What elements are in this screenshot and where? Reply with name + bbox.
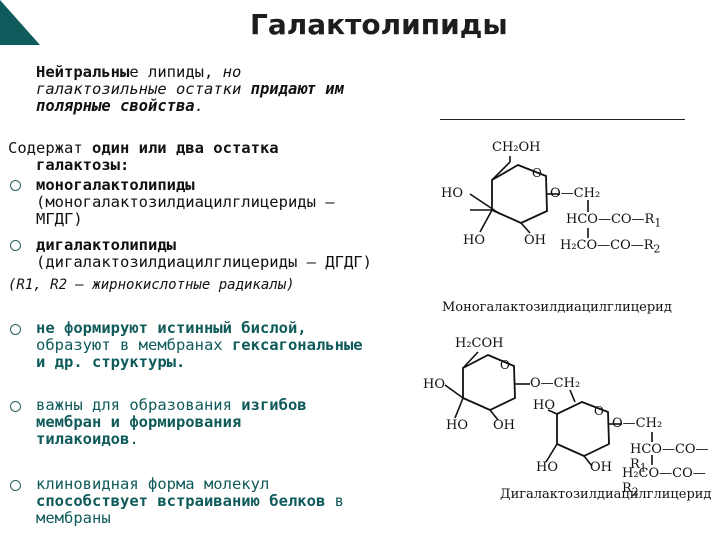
divider-line <box>440 119 685 120</box>
mgdg-caption: Моногалактозилдиацилглицерид <box>442 300 672 315</box>
item1-title: моногалактолипиды <box>36 176 195 194</box>
bullet-icon <box>10 401 21 412</box>
contains-line-2: галактозы: <box>36 156 130 174</box>
intro-line-2: галактозильные остатки придают им <box>36 80 344 98</box>
mgdg-ch2oh: CH₂OH <box>492 140 541 155</box>
bullet-icon <box>10 240 21 251</box>
intro-line-1: Нейтральные липиды, но <box>36 63 242 81</box>
bullet3-line3: мембраны <box>36 509 111 527</box>
mgdg-ho-bottom: HO <box>463 233 485 248</box>
dgdg-ring2-o: O <box>594 404 604 418</box>
dgdg-hco-r1: HCO—CO—R1 <box>630 442 709 475</box>
mgdg-ring-o: O <box>532 166 542 180</box>
bullet1-line3: и др. структуры. <box>36 353 186 371</box>
bullet3-line2: способствует встраиванию белков в <box>36 492 344 510</box>
page-title: Галактолипиды <box>250 8 508 41</box>
dgdg-h2coh: H₂COH <box>455 336 504 351</box>
item1-desc-a: (моногалактозилдиацилглицериды — <box>36 193 335 211</box>
mgdg-oh-bottom: OH <box>524 233 546 248</box>
item1-desc-b: МГДГ) <box>36 210 83 228</box>
dgdg-h2co-r2: H₂CO—CO—R2 <box>622 466 706 499</box>
dgdg-ring1-o: O <box>500 358 510 372</box>
bullet-icon <box>10 324 21 335</box>
intro-line-3: полярные свойства. <box>36 97 204 115</box>
contains-line-1: Содержат один или два остатка <box>8 139 279 157</box>
dgdg-oh-bottom1: OH <box>493 418 515 433</box>
bullet1-line1: не формируют истинный бислой, <box>36 319 307 337</box>
corner-decoration <box>0 0 40 45</box>
bullet-icon <box>10 480 21 491</box>
bullet2-line2: мембран и формирования <box>36 413 242 431</box>
dgdg-o-ch2-2: O—CH₂ <box>612 416 663 431</box>
dgdg-oh-bottom2: OH <box>590 460 612 475</box>
bullet3-line1: клиновидная форма молекул <box>36 475 270 493</box>
mgdg-h2co-r2: H₂CO—CO—R2 <box>560 238 661 256</box>
item2-desc: (дигалактозилдиацилглицериды — ДГДГ) <box>36 253 372 271</box>
mgdg-hco-r1: HCO—CO—R1 <box>566 212 662 230</box>
dgdg-caption: Дигалактозилдиацилглицерид <box>500 487 712 502</box>
bullet1-line2: образуют в мембранах гексагональные <box>36 336 363 354</box>
bullet2-line1: важны для образования изгибов <box>36 396 307 414</box>
dgdg-ho-bottom2: HO <box>536 460 558 475</box>
bullet2-line3: тилакоидов. <box>36 430 139 448</box>
item2-title: дигалактолипиды <box>36 236 176 254</box>
dgdg-ho-bottom1: HO <box>446 418 468 433</box>
dgdg-ho-ring2: HO <box>533 398 555 413</box>
mgdg-o-ch2: O—CH₂ <box>550 186 601 201</box>
mgdg-ho-left: HO <box>441 186 463 201</box>
radicals-note: (R1, R2 — жирнокислотные радикалы) <box>8 277 295 293</box>
bullet-icon <box>10 180 21 191</box>
dgdg-ho-left: HO <box>423 377 445 392</box>
dgdg-o-ch2-1: O—CH₂ <box>530 376 581 391</box>
